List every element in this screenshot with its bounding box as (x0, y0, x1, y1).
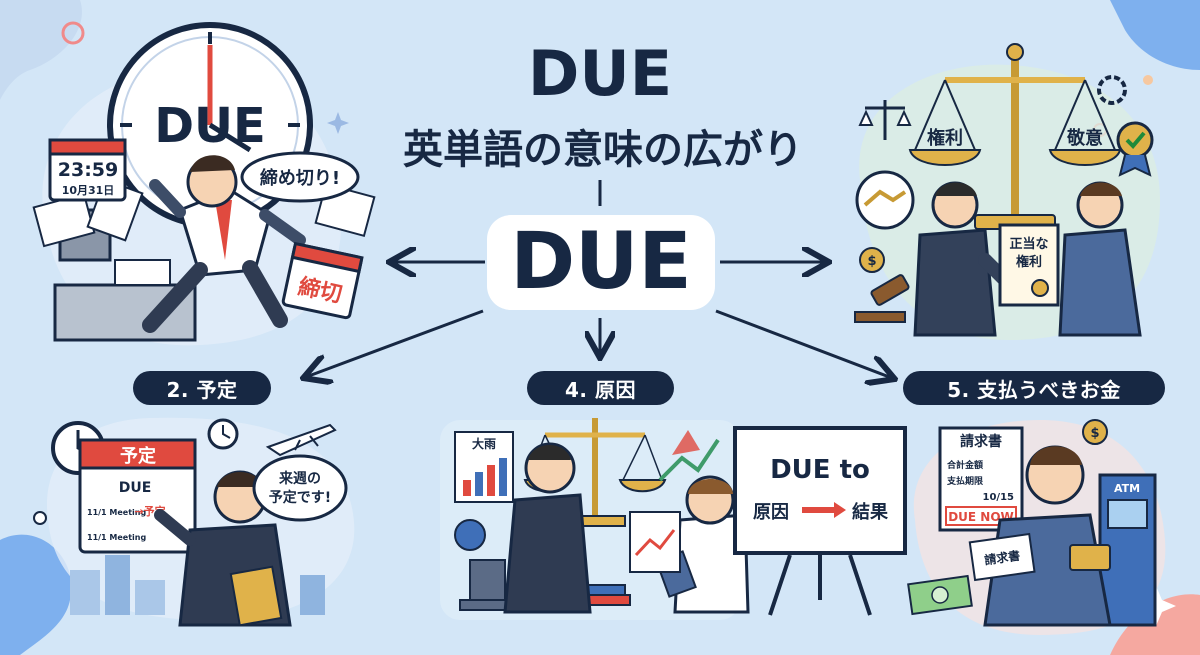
badge-schedule: 2. 予定 (133, 371, 271, 405)
connector-arrows (306, 180, 892, 378)
calendar-due-text: DUE (119, 480, 152, 496)
money-illustration: 請求書 合計金額 支払期限 10/15 DUE NOW ATM $ 請求書 (907, 419, 1166, 635)
badge-cause: 4. 原因 (527, 371, 674, 405)
pie-chart-icon (454, 519, 486, 551)
report-sheet (629, 511, 681, 573)
speech-bubble: 締め切り! (240, 151, 360, 203)
badge-icon (1116, 121, 1154, 177)
coin-icon (859, 247, 885, 273)
scale-right-label: 敬意 (1066, 127, 1103, 149)
bar-chart-icon: 大雨 (454, 431, 514, 503)
calendar-deadline-icon: 締切 (281, 241, 364, 320)
meeting-entry-2: 11/1 Meeting (87, 533, 146, 542)
invoice-amount-label: 合計金額 (947, 459, 983, 471)
center-title-box (487, 215, 715, 310)
hand-invoice: 請求書 (968, 532, 1036, 582)
certificate-line1: 正当な (1009, 236, 1048, 252)
invoice-title: 請求書 (960, 433, 1002, 450)
city-skyline (70, 555, 325, 615)
rights-illustration: 権利 敬意 $ (854, 43, 1160, 341)
businessman-pointing-figure (154, 470, 292, 627)
invoice-document: 請求書 合計金額 支払期限 10/15 DUE NOW (938, 426, 1024, 532)
speech-deadline: 締め切り! (260, 167, 340, 189)
scale-left-label: 権利 (927, 127, 963, 149)
calendar-icon: 23:59 10月31日 (48, 138, 127, 202)
speech-schedule-line2: 予定です! (269, 489, 331, 506)
trend-chart-icon (658, 438, 720, 482)
coin-icon-money (1082, 419, 1108, 445)
calendar-date: 10月31日 (62, 184, 115, 197)
svg-text:$: $ (1090, 426, 1099, 441)
whiteboard-effect: 結果 (852, 501, 889, 523)
meeting-entry-1: 11/1 Meeting (87, 508, 146, 517)
main-title: DUE (528, 37, 672, 110)
scales-icon: 権利 敬意 (908, 43, 1122, 230)
certificate-document: 正当な 権利 (998, 223, 1060, 307)
whiteboard-title: DUE to (770, 455, 870, 485)
calendar-time: 23:59 (58, 159, 118, 181)
running-man-figure (142, 155, 306, 333)
chart-rain-label: 大雨 (472, 436, 496, 451)
handshake-icon (855, 170, 915, 230)
speech-schedule-line1: 来週の (278, 471, 321, 487)
businessman-left-figure (913, 181, 1027, 337)
invoice-due-label: 支払期限 (946, 475, 984, 487)
center-title: DUE (510, 217, 691, 307)
gavel-icon (854, 274, 910, 323)
atm-label: ATM (1114, 482, 1140, 495)
cause-illustration: 大雨 (440, 418, 907, 620)
subtitle: 英単語の意味の広がり (403, 127, 803, 173)
airplane-icon (265, 423, 337, 457)
gear-icon (1097, 75, 1127, 105)
whiteboard-cause: 原因 (753, 502, 789, 523)
certificate-line2: 権利 (1016, 254, 1042, 270)
svg-text:$: $ (867, 254, 876, 269)
calendar-schedule-header: 予定 (120, 445, 156, 467)
badge-money: 5. 支払うべきお金 (903, 371, 1165, 405)
speech-bubble-schedule: 来週の 予定です! (252, 454, 348, 522)
deadline-illustration: DUE 23:59 10月31日 締め切り! (32, 22, 376, 346)
whiteboard: DUE to 原因 結果 (733, 426, 907, 616)
businessman-cause-figure (503, 442, 592, 614)
schedule-illustration: 予定 DUE 11/1 Meeting →予定 11/1 Meeting 来週の… (33, 417, 355, 627)
invoice-date: 10/15 (983, 492, 1015, 503)
clock-due-text: DUE (154, 98, 266, 154)
businessman-right-figure (1058, 181, 1142, 337)
microscope-icon (459, 559, 516, 611)
hand-invoice-label: 請求書 (983, 548, 1021, 568)
invoice-stamp: DUE NOW (948, 510, 1014, 524)
banknote-icon (907, 574, 973, 616)
small-scales-icon (858, 100, 912, 140)
